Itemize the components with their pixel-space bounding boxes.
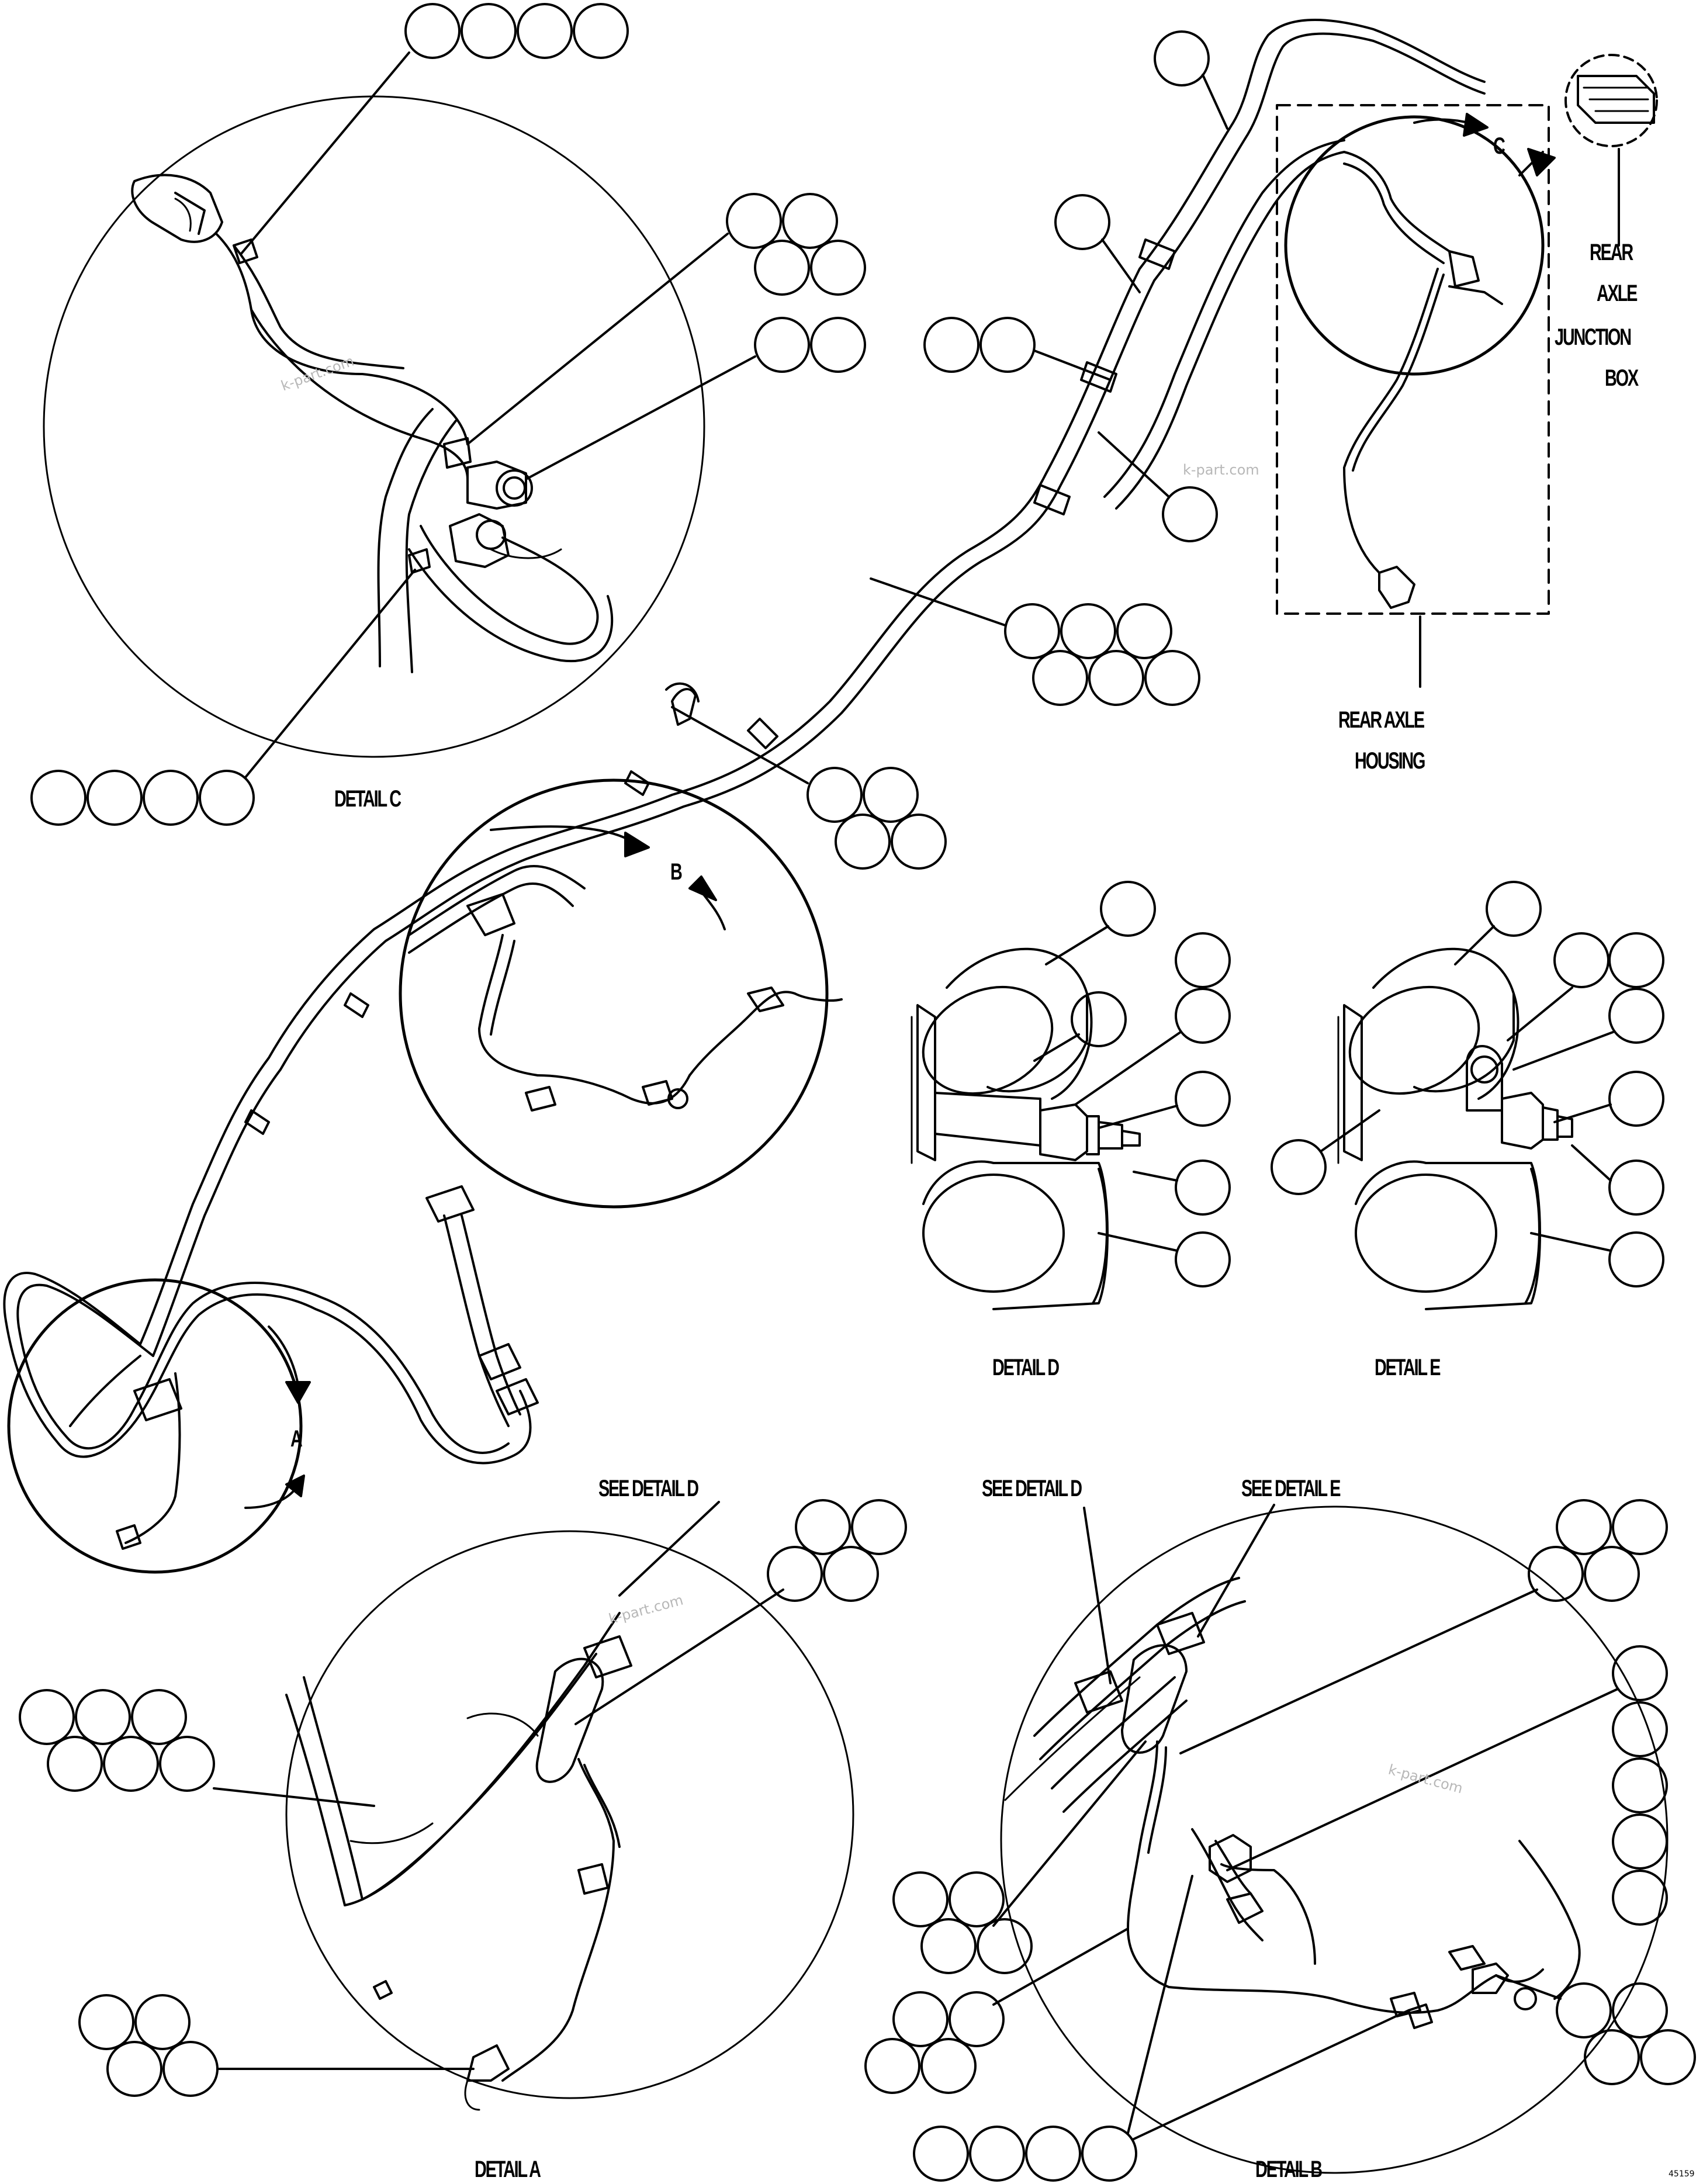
detail-c-label: DETAIL C xyxy=(334,786,401,812)
detail-e-callouts xyxy=(1271,881,1664,1287)
detail-b-view xyxy=(399,778,843,1209)
junction-label: JUNCTION xyxy=(1555,324,1632,350)
housing-label: HOUSING xyxy=(1355,748,1425,774)
watermark-2: k-part.com xyxy=(1183,462,1259,478)
detail-b-enlarged xyxy=(1000,1505,1669,2174)
rear-axle-housing xyxy=(1276,104,1550,688)
drawing-number: 45159 xyxy=(1669,2169,1695,2179)
rear-axle-junction-box xyxy=(1564,54,1658,247)
main-harness xyxy=(3,19,1486,1465)
view-b-label: B xyxy=(670,859,683,885)
view-c-label: C xyxy=(1493,133,1505,159)
detail-a-label: DETAIL A xyxy=(475,2157,541,2182)
detail-a-callouts xyxy=(19,1499,907,2097)
axle-label: AXLE xyxy=(1597,281,1638,306)
box-label: BOX xyxy=(1605,365,1639,391)
detail-c-view xyxy=(43,95,705,758)
detail-d-view xyxy=(911,947,1141,1310)
view-a-label: A xyxy=(290,1426,303,1452)
rear-axle-label: REAR AXLE xyxy=(1338,707,1425,733)
see-detail-e-label: SEE DETAIL E xyxy=(1241,1476,1341,1501)
detail-e-view xyxy=(1337,947,1573,1310)
detail-c-callouts xyxy=(30,3,866,826)
see-detail-d-label-2: SEE DETAIL D xyxy=(982,1476,1082,1501)
detail-a-enlarged xyxy=(285,1530,854,2111)
detail-d-label: DETAIL D xyxy=(992,1355,1060,1380)
detail-e-label: DETAIL E xyxy=(1375,1355,1441,1380)
rear-label: REAR xyxy=(1590,240,1633,265)
detail-b-callouts xyxy=(864,1499,1696,2182)
detail-a-view xyxy=(7,1278,303,1574)
detail-d-callouts xyxy=(1033,881,1231,1287)
detail-b-label: DETAIL B xyxy=(1255,2157,1323,2182)
see-detail-d-label-1: SEE DETAIL D xyxy=(598,1476,699,1501)
view-arrows-b xyxy=(490,825,726,930)
view-arrows-a xyxy=(244,1325,311,1509)
main-callouts xyxy=(671,30,1228,870)
view-arrows-c xyxy=(1413,113,1556,176)
